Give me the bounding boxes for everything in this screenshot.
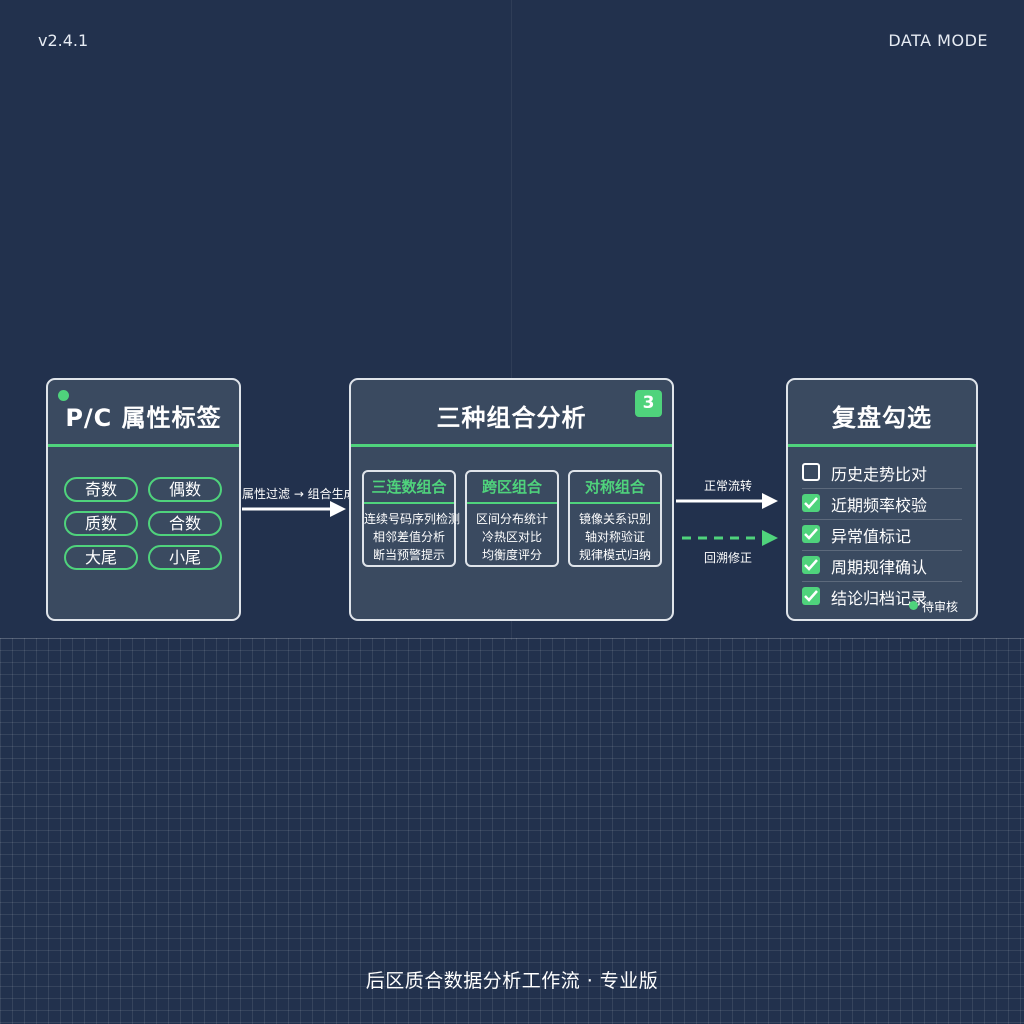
forward-arrow-label: 正常流转 [704,479,753,493]
combo-line: 区间分布统计 [475,512,548,526]
combo-line: 轴对称验证 [584,530,645,544]
checkbox-unchecked[interactable] [802,463,820,481]
tag-prime[interactable]: 质数 [64,511,138,536]
checkbox-checked[interactable] [802,525,820,543]
combo-cross-zone[interactable]: 跨区组合 区间分布统计 冷热区对比 均衡度评分 [465,470,559,567]
card-title: P/C 属性标签 [65,404,222,432]
checkmark-icon [804,590,818,602]
combo-consecutive[interactable]: 三连数组合 连续号码序列检测 相邻差值分析 断当预警提示 [362,470,461,567]
checkmark-icon [804,559,818,571]
combo-line: 镜像关系识别 [578,512,651,526]
checklist-label: 周期规律确认 [831,558,928,577]
pending-dot [909,601,918,610]
pending-label: 待审核 [922,600,959,614]
checkmark-icon [804,528,818,540]
grid-top-border [0,638,1024,639]
checklist-item[interactable]: 历史走势比对 [802,458,962,489]
combo-line: 相邻差值分析 [372,530,445,544]
card-header: 三种组合分析 [351,380,672,447]
checklist-item[interactable]: 异常值标记 [802,520,962,551]
filter-arrow-label: 属性过滤 → 组合生成 [242,487,356,501]
combo-symmetric[interactable]: 对称组合 镜像关系识别 轴对称验证 规律模式归纳 [568,470,662,567]
card-header: P/C 属性标签 [48,380,239,447]
checkmark-icon [804,497,818,509]
combo-line: 连续号码序列检测 [364,512,461,526]
combo-line: 断当预警提示 [372,548,445,562]
checkbox-checked[interactable] [802,587,820,605]
backtrack-arrow-label: 回溯修正 [704,551,753,565]
combo-title: 对称组合 [570,472,660,504]
checklist-label: 近期频率校验 [831,496,928,515]
center-divider [511,0,512,640]
count-badge: 3 [635,390,662,417]
tag-even[interactable]: 偶数 [148,477,222,502]
checklist-label: 历史走势比对 [831,465,928,484]
checklist-item[interactable]: 周期规律确认 [802,551,962,582]
footer-title: 后区质合数据分析工作流 · 专业版 [365,970,659,992]
checkbox-checked[interactable] [802,556,820,574]
combo-title: 三连数组合 [364,472,454,504]
card-title: 复盘勾选 [832,404,932,432]
filter-arrow [242,501,346,517]
attribute-tags-card: P/C 属性标签 奇数 偶数 质数 合数 大尾 小尾 [46,378,241,621]
checklist-label: 异常值标记 [831,527,912,546]
tag-small-tail[interactable]: 小尾 [148,545,222,570]
combo-line: 规律模式归纳 [578,548,651,562]
checklist-label: 结论归档记录 [831,589,928,608]
background-grid [0,638,1024,1024]
forward-arrow [676,493,778,509]
tag-odd[interactable]: 奇数 [64,477,138,502]
tag-big-tail[interactable]: 大尾 [64,545,138,570]
version-label: v2.4.1 [38,31,89,50]
mode-label: DATA MODE [888,31,988,50]
status-dot [58,390,69,401]
backtrack-arrow [682,530,778,546]
card-header: 复盘勾选 [788,380,976,447]
combo-title: 跨区组合 [467,472,557,504]
tag-composite[interactable]: 合数 [148,511,222,536]
review-checklist-card: 复盘勾选 历史走势比对 近期频率校验 异常值标记 周期规律确认 结论归档记录 待… [786,378,978,621]
card-title: 三种组合分析 [436,404,587,432]
combo-analysis-card: 三种组合分析 3 三连数组合 连续号码序列检测 相邻差值分析 断当预警提示 跨区… [349,378,674,621]
combo-line: 均衡度评分 [481,548,542,562]
checklist-item[interactable]: 结论归档记录 [802,582,962,612]
checklist-item[interactable]: 近期频率校验 [802,489,962,520]
checkbox-checked[interactable] [802,494,820,512]
combo-line: 冷热区对比 [481,530,542,544]
